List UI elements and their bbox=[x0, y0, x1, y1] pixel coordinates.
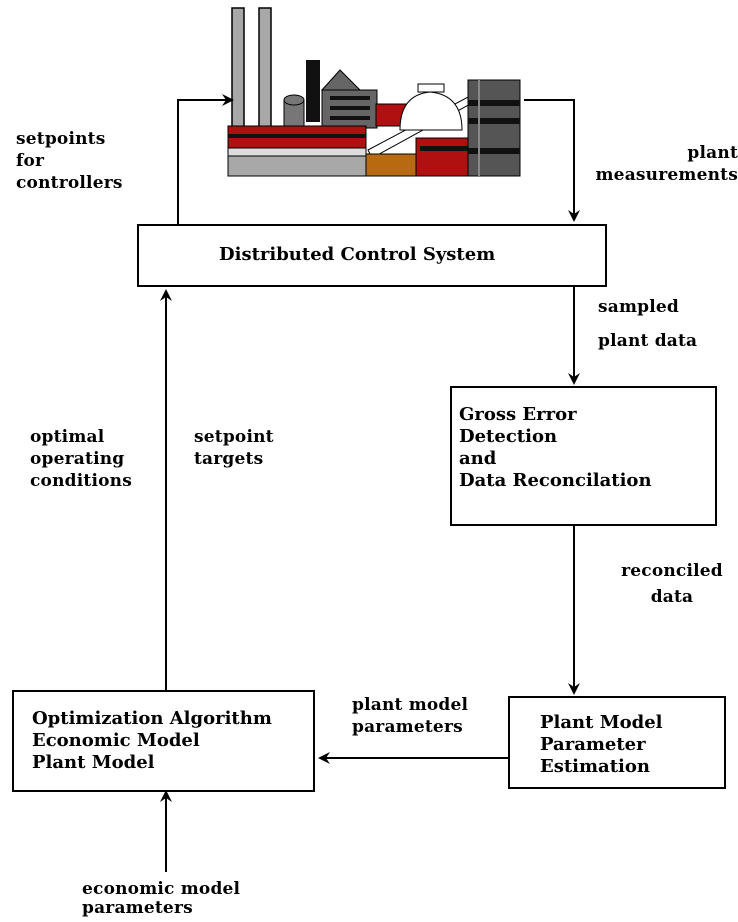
optimal-label: optimal operating conditions bbox=[30, 427, 132, 491]
estimation-label: Plant Model Parameter Estimation bbox=[540, 712, 663, 777]
reconciled-label: reconciled data bbox=[621, 561, 723, 607]
arrow-setpoints bbox=[177, 94, 234, 224]
optimization-label: Optimization Algorithm Economic Model Pl… bbox=[32, 708, 272, 773]
plant-model-params-label: plant model parameters bbox=[352, 695, 469, 737]
sampled-label: sampled bbox=[598, 297, 680, 317]
arrow-measurements bbox=[524, 99, 580, 222]
dcs-label: Distributed Control System bbox=[219, 244, 496, 265]
plant-data-label: plant data bbox=[598, 331, 698, 351]
gross-error-box: Gross Error Detection and Data Reconcila… bbox=[450, 386, 717, 526]
plant-measurements-label: plant measurements bbox=[595, 143, 738, 185]
optimization-box: Optimization Algorithm Economic Model Pl… bbox=[12, 690, 315, 792]
factory-icon bbox=[227, 7, 521, 177]
gross-error-label: Gross Error Detection and Data Reconcila… bbox=[459, 404, 652, 491]
setpoint-targets-label: setpoint targets bbox=[194, 427, 274, 469]
estimation-box: Plant Model Parameter Estimation bbox=[508, 696, 726, 789]
dcs-box: Distributed Control System bbox=[137, 224, 607, 287]
setpoints-label: setpoints for controllers bbox=[16, 129, 123, 193]
economic-params-label: economic model parameters bbox=[82, 879, 241, 918]
